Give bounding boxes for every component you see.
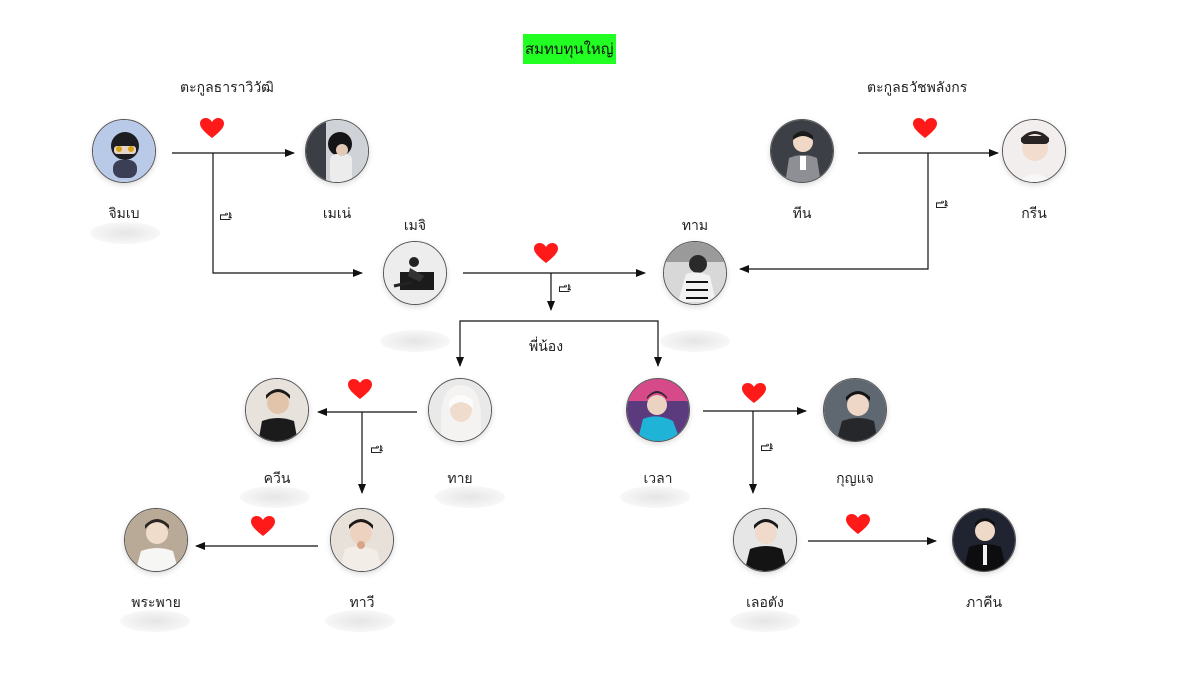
- person-name: เมเน่: [322, 206, 352, 222]
- person-node-tam[interactable]: ทาม: [655, 218, 735, 305]
- avatar: [626, 378, 690, 442]
- heart-icon: [348, 379, 372, 399]
- relation-label: ปี: [216, 212, 232, 221]
- relation-label: ปี: [555, 284, 571, 293]
- person-name: ทาม: [681, 218, 709, 234]
- person-node-jimbe[interactable]: จิมเบ: [84, 119, 164, 222]
- heart-icon: [251, 516, 275, 536]
- heart-icon: [846, 514, 870, 534]
- heart-icon: [913, 118, 937, 138]
- person-node-meji[interactable]: เมจิ: [375, 218, 455, 305]
- arrow-to-meji: [212, 153, 363, 277]
- person-name: เลอตัง: [746, 595, 784, 611]
- avatar: [383, 241, 447, 305]
- person-name: พระพาย: [131, 595, 181, 611]
- avatar: [1002, 119, 1066, 183]
- avatar: [733, 508, 797, 572]
- person-node-prapai[interactable]: พระพาย: [116, 508, 196, 611]
- relation-label: ปี: [757, 443, 773, 452]
- heart-icon: [534, 243, 558, 263]
- person-node-quin[interactable]: ควีน: [237, 378, 317, 487]
- person-name: ทาวี: [349, 595, 375, 611]
- avatar: [305, 119, 369, 183]
- heart-icon: [200, 118, 224, 138]
- person-name: จิมเบ: [108, 206, 140, 222]
- person-node-pakin[interactable]: ภาคีน: [944, 508, 1024, 611]
- avatar: [663, 241, 727, 305]
- family-label-left: ตะกูลธาราวิวัฒิ: [180, 80, 274, 96]
- person-node-mene[interactable]: เมเน่: [297, 119, 377, 222]
- person-node-tin[interactable]: ทีน: [762, 119, 842, 222]
- person-node-tai[interactable]: ทาย: [420, 378, 500, 487]
- person-name: กรีน: [1021, 206, 1047, 222]
- avatar: [92, 119, 156, 183]
- arrow-to-tam: [739, 153, 929, 273]
- person-name: เมจิ: [403, 218, 427, 234]
- avatar: [245, 378, 309, 442]
- person-node-tawi[interactable]: ทาวี: [322, 508, 402, 611]
- person-node-wela[interactable]: เวลา: [618, 378, 698, 487]
- avatar: [124, 508, 188, 572]
- relation-label: ปี: [367, 445, 383, 454]
- avatar: [952, 508, 1016, 572]
- person-node-kunjae[interactable]: กุญแจ: [815, 378, 895, 487]
- avatar: [428, 378, 492, 442]
- heart-icon: [742, 383, 766, 403]
- siblings-label: พี่น้อง: [529, 339, 564, 355]
- person-name: ภาคีน: [965, 595, 1003, 611]
- avatar: [330, 508, 394, 572]
- person-node-loetang[interactable]: เลอตัง: [725, 508, 805, 611]
- relation-label: ปี: [932, 200, 948, 209]
- sibling-branch-left: [456, 320, 551, 367]
- person-name: ควีน: [263, 471, 291, 487]
- family-label-right: ตะกูลธวัชพลังกร: [867, 80, 968, 96]
- person-name: เวลา: [643, 471, 673, 487]
- person-name: ทีน: [792, 206, 812, 222]
- diagram-title: สมทบทุนใหญ่: [523, 34, 616, 64]
- avatar: [770, 119, 834, 183]
- person-node-green[interactable]: กรีน: [994, 119, 1074, 222]
- person-name: ทาย: [447, 471, 473, 487]
- sibling-branch-right: [551, 320, 662, 367]
- person-name: กุญแจ: [836, 471, 874, 487]
- avatar: [823, 378, 887, 442]
